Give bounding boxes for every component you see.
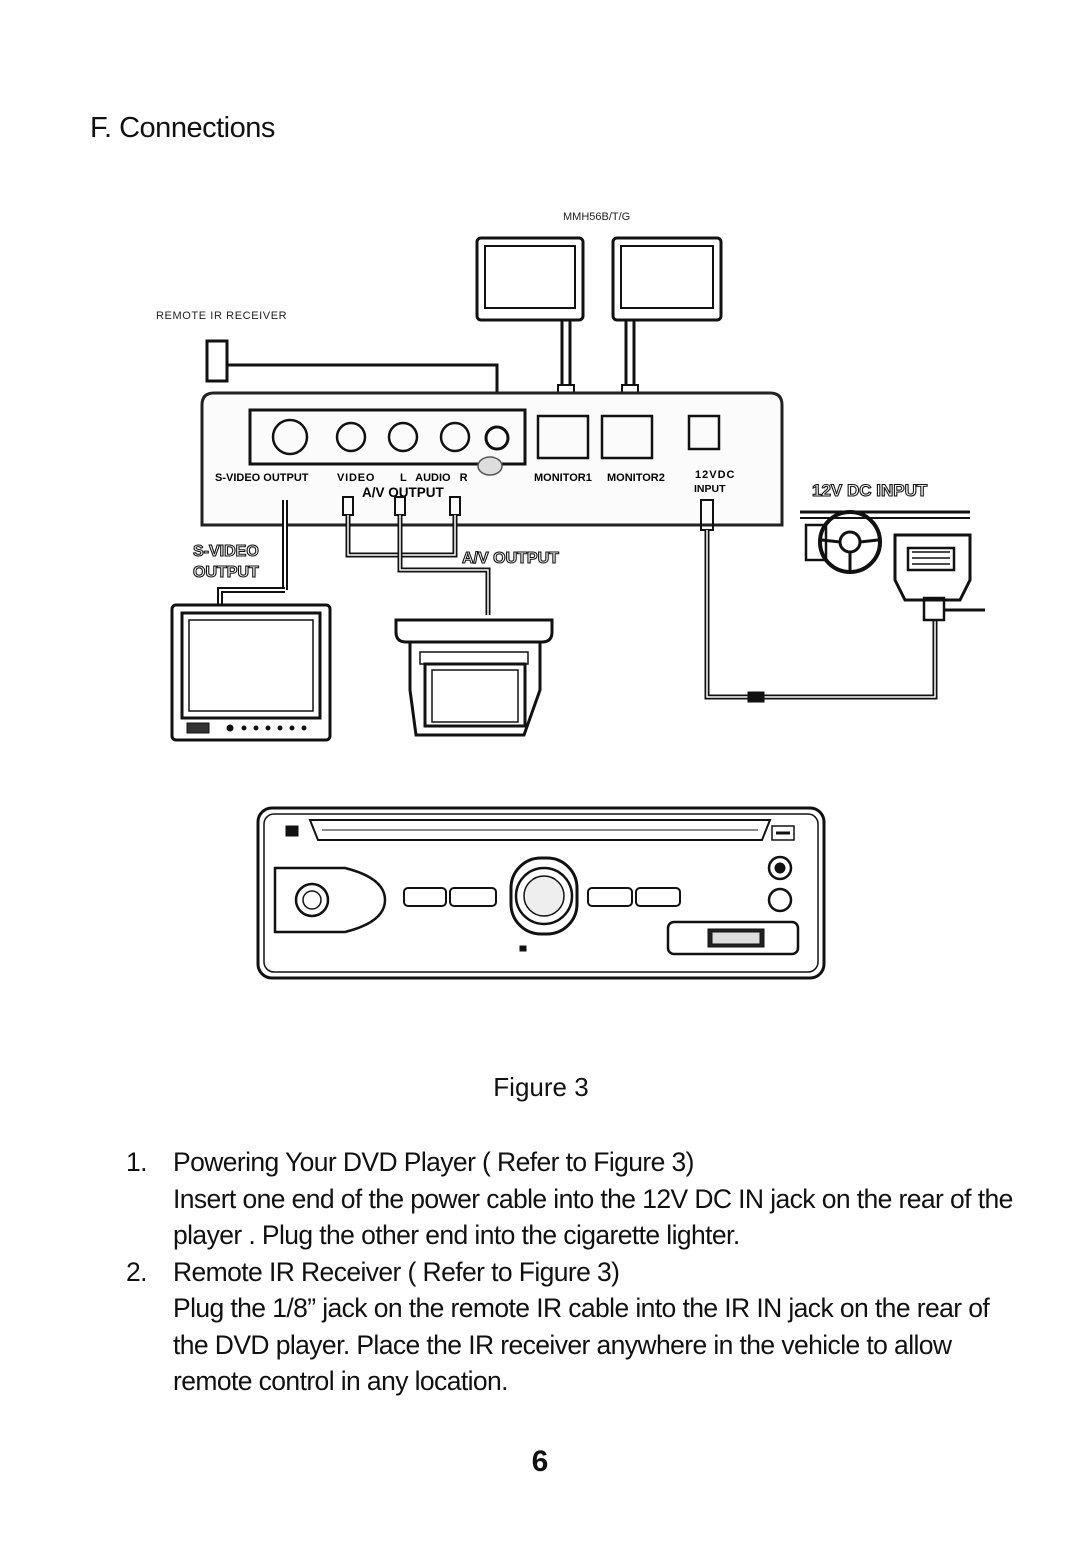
dc-12v-label: 12VDC bbox=[695, 469, 735, 481]
dc-power-cable bbox=[700, 499, 938, 703]
step-heading: Powering Your DVD Player ( Refer to Figu… bbox=[173, 1147, 695, 1177]
dc-input-callout: 12V DC INPUT bbox=[812, 481, 928, 500]
step-number: 1. bbox=[126, 1147, 148, 1177]
overhead-monitor-2 bbox=[611, 236, 723, 406]
svideo-callout-line1: S-VIDEO bbox=[193, 543, 259, 560]
video-port-label: VIDEO bbox=[337, 472, 375, 484]
av-output-port-label: A/V OUTPUT bbox=[362, 485, 445, 500]
tv-monitor-illustration bbox=[170, 603, 332, 742]
av-output-callout: A/V OUTPUT bbox=[462, 550, 559, 567]
figure-caption: Figure 3 bbox=[493, 1072, 589, 1102]
section-heading: F. Connections bbox=[90, 112, 275, 144]
monitor1-port-label: MONITOR1 bbox=[534, 472, 592, 484]
svideo-output-port-label: S-VIDEO OUTPUT bbox=[215, 472, 309, 484]
svideo-callout-line2: OUTPUT bbox=[193, 564, 259, 581]
dvd-front-panel bbox=[256, 806, 826, 980]
step-2: 2. Remote IR Receiver ( Refer to Figure … bbox=[126, 1254, 1026, 1400]
page-number: 6 bbox=[531, 1445, 549, 1478]
connection-diagram: MMH56B/T/G REMOTE IR RECEIVER S-VIDEO OU… bbox=[156, 211, 985, 980]
vehicle-dashboard-illustration bbox=[800, 510, 985, 622]
overhead-monitor-1 bbox=[475, 236, 585, 406]
dvd-rear-panel bbox=[200, 391, 784, 527]
step-body: Insert one end of the power cable into t… bbox=[173, 1183, 1013, 1251]
step-1: 1. Powering Your DVD Player ( Refer to F… bbox=[126, 1144, 1026, 1254]
flip-down-monitor-illustration bbox=[394, 618, 554, 737]
monitor2-port-label: MONITOR2 bbox=[607, 472, 665, 484]
ir-receiver bbox=[205, 339, 229, 383]
svideo-cable bbox=[217, 500, 288, 605]
audio-port-label: L AUDIO R bbox=[400, 472, 468, 484]
av-cables bbox=[342, 496, 491, 615]
remote-ir-label: REMOTE IR RECEIVER bbox=[156, 310, 287, 322]
step-body: Plug the 1/8” jack on the remote IR cabl… bbox=[173, 1293, 990, 1396]
dc-input-label: INPUT bbox=[694, 483, 726, 495]
step-heading: Remote IR Receiver ( Refer to Figure 3) bbox=[173, 1256, 620, 1287]
instruction-steps: 1. Powering Your DVD Player ( Refer to F… bbox=[126, 1144, 1026, 1400]
step-number: 2. bbox=[126, 1256, 148, 1287]
model-label: MMH56B/T/G bbox=[563, 211, 630, 223]
